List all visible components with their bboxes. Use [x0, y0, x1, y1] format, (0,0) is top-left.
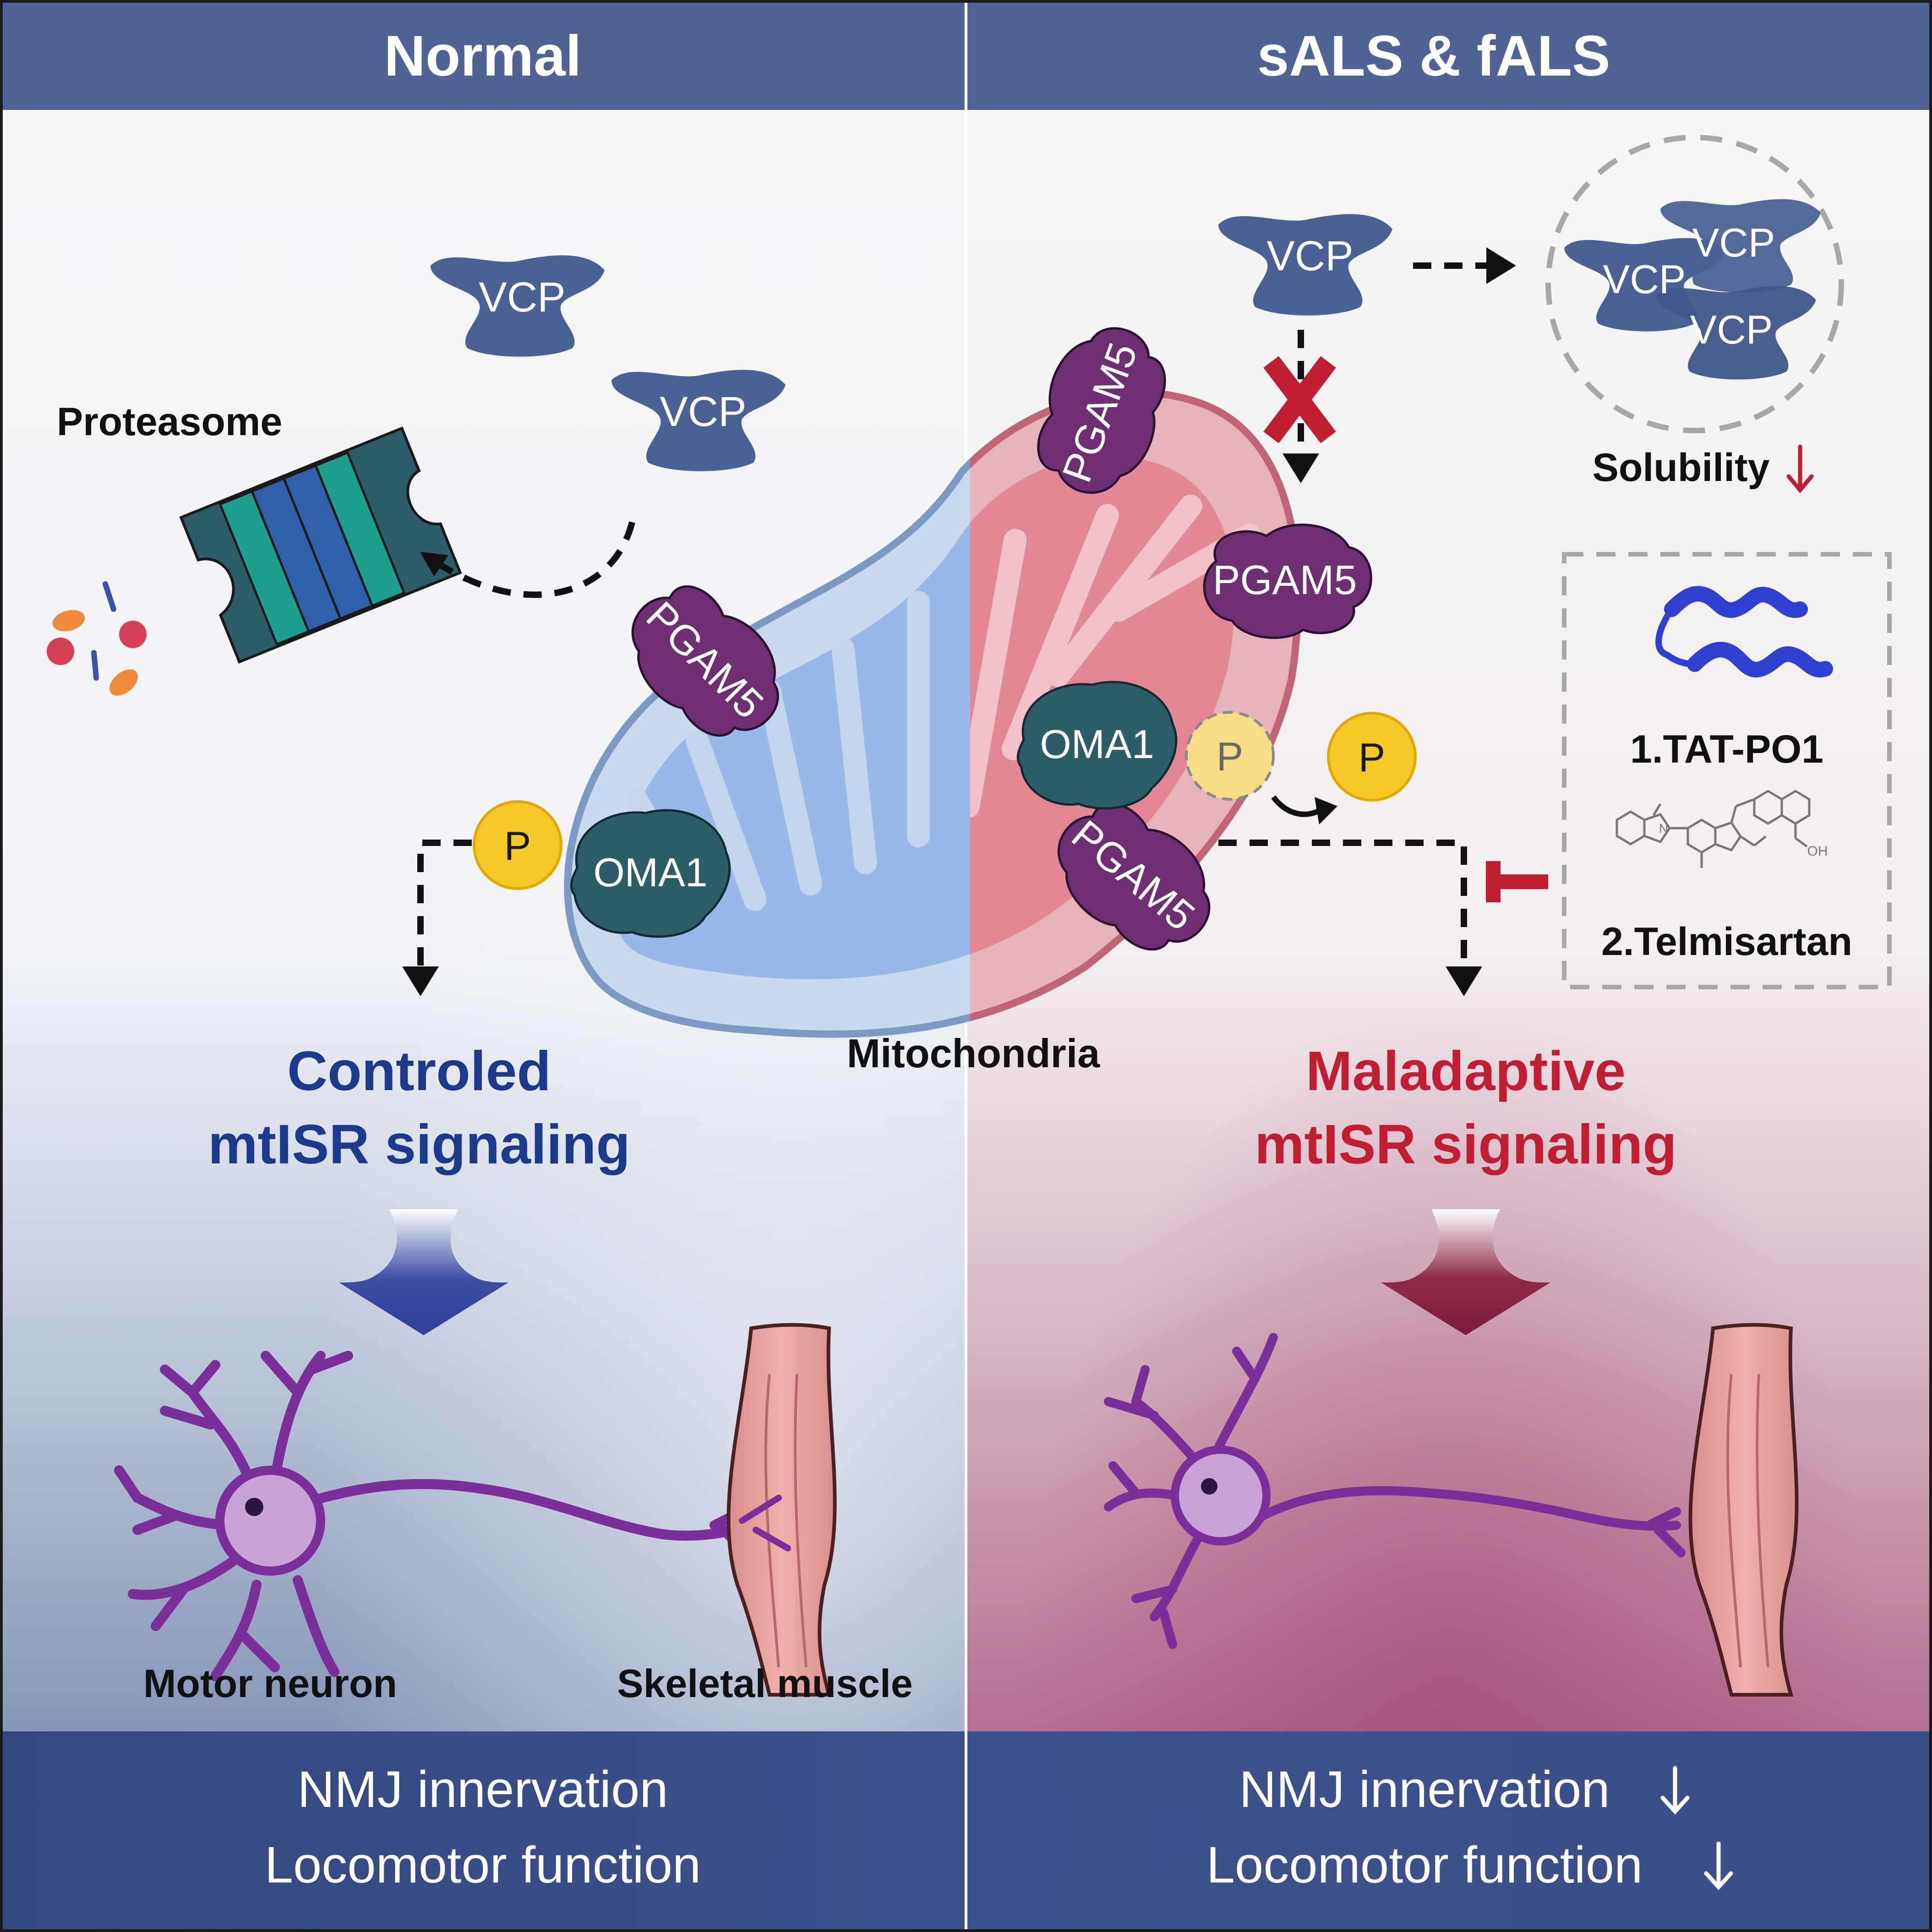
- phospho-label: P: [1359, 735, 1386, 780]
- treatment-box: [1562, 552, 1892, 989]
- proteasome-label: Proteasome: [57, 400, 282, 444]
- motor-neuron-icon: [1104, 1333, 1686, 1649]
- vcp-label: VCP: [1690, 307, 1773, 352]
- outcome-disease-innervation: NMJ innervation: [1239, 1761, 1610, 1818]
- mitochondria-label: Mitochondria: [847, 1031, 1100, 1076]
- down-arrow-icon: [1704, 1841, 1733, 1890]
- vcp-icon: VCP: [611, 370, 786, 471]
- header-bar-normal: [0, 0, 966, 110]
- vcp-label: VCP: [1603, 257, 1686, 302]
- skeletal-muscle-label: Skeletal muscle: [617, 1662, 912, 1706]
- header-normal: Normal: [384, 24, 582, 88]
- pgam5-label: PGAM5: [1212, 557, 1357, 603]
- phospho-label: P: [1217, 734, 1244, 779]
- down-arrow-icon: [1660, 1766, 1690, 1815]
- vcp-aggregate-icon: VCP VCP VCP: [1564, 199, 1821, 380]
- disease-signal-line2: mtISR signaling: [1255, 1113, 1677, 1175]
- down-arrow-icon: [1786, 444, 1814, 494]
- phospho-icon: P: [473, 800, 562, 890]
- treatment-2-label: 2.Telmisartan: [1601, 920, 1852, 964]
- normal-signal-line1: Controled: [287, 1040, 551, 1102]
- oma1-label: OMA1: [593, 850, 707, 895]
- arrowhead-icon: [402, 966, 439, 996]
- oma1-label: OMA1: [1040, 721, 1154, 767]
- proteasome-icon: [179, 426, 462, 664]
- oma1-icon: OMA1: [571, 810, 730, 937]
- neuron-nucleus-icon: [1201, 1478, 1217, 1495]
- outcome-disease-locomotor: Locomotor function: [1206, 1836, 1643, 1894]
- nitrogen-label: N: [1659, 821, 1668, 835]
- peptide-fragments-icon: [47, 581, 147, 696]
- header-bar-disease: [966, 0, 1932, 110]
- block-x-icon: [1263, 356, 1336, 443]
- pgam5-icon: PGAM5: [1021, 312, 1184, 508]
- vcp-label: VCP: [1266, 233, 1353, 279]
- arrowhead-icon: [1315, 797, 1337, 824]
- vcp-aggregate-circle: [1545, 135, 1844, 433]
- normal-signal-line2: mtISR signaling: [208, 1113, 630, 1175]
- vcp-label: VCP: [479, 274, 565, 321]
- arrowhead-icon: [1446, 966, 1482, 996]
- phospho-faded-icon: P: [1185, 711, 1275, 801]
- degradation-arrow: [420, 521, 635, 598]
- normal-down-arrow: [339, 1209, 508, 1335]
- inhibition-icon: [1486, 861, 1548, 902]
- molecule-structure-icon: [1615, 790, 1811, 868]
- hydroxyl-label: OH: [1807, 844, 1828, 859]
- header-disease: sALS & fALS: [1257, 24, 1610, 88]
- disease-down-arrow: [1381, 1209, 1550, 1335]
- solubility-label: Solubility: [1593, 446, 1770, 490]
- neuron-soma-icon: [215, 1466, 325, 1576]
- pgam5-icon: PGAM5: [1204, 525, 1371, 638]
- nmj-terminals: [739, 1495, 791, 1551]
- neuron-soma-icon: [1171, 1446, 1271, 1545]
- outcome-normal-innervation: NMJ innervation: [297, 1761, 668, 1818]
- vcp-icon: VCP: [431, 255, 605, 357]
- arrowhead-icon: [1486, 247, 1516, 284]
- motor-neuron-label: Motor neuron: [143, 1662, 397, 1706]
- arrowhead-icon: [1283, 453, 1319, 483]
- neuron-nucleus-icon: [245, 1498, 263, 1516]
- dephosphorylation-arrow: [1271, 795, 1321, 817]
- normal-signal-arrow: [417, 840, 472, 971]
- outcome-normal-locomotor: Locomotor function: [265, 1836, 701, 1894]
- phospho-label: P: [504, 823, 531, 868]
- vcp-label: VCP: [1692, 220, 1775, 265]
- motor-neuron-icon: [114, 1351, 779, 1681]
- treatment-1-label: 1.TAT-PO1: [1630, 727, 1823, 771]
- vcp-icon: VCP: [1218, 214, 1392, 316]
- vcp-label: VCP: [660, 388, 746, 435]
- oma1-icon: OMA1: [1018, 682, 1176, 808]
- disease-signal-arrow: [1218, 840, 1467, 966]
- peptide-structure-icon: [1655, 586, 1833, 677]
- disease-signal-line1: Maladaptive: [1306, 1040, 1626, 1102]
- phospho-icon: P: [1327, 712, 1417, 802]
- skeletal-muscle-icon: [726, 1323, 837, 1697]
- skeletal-muscle-icon: [1688, 1323, 1799, 1697]
